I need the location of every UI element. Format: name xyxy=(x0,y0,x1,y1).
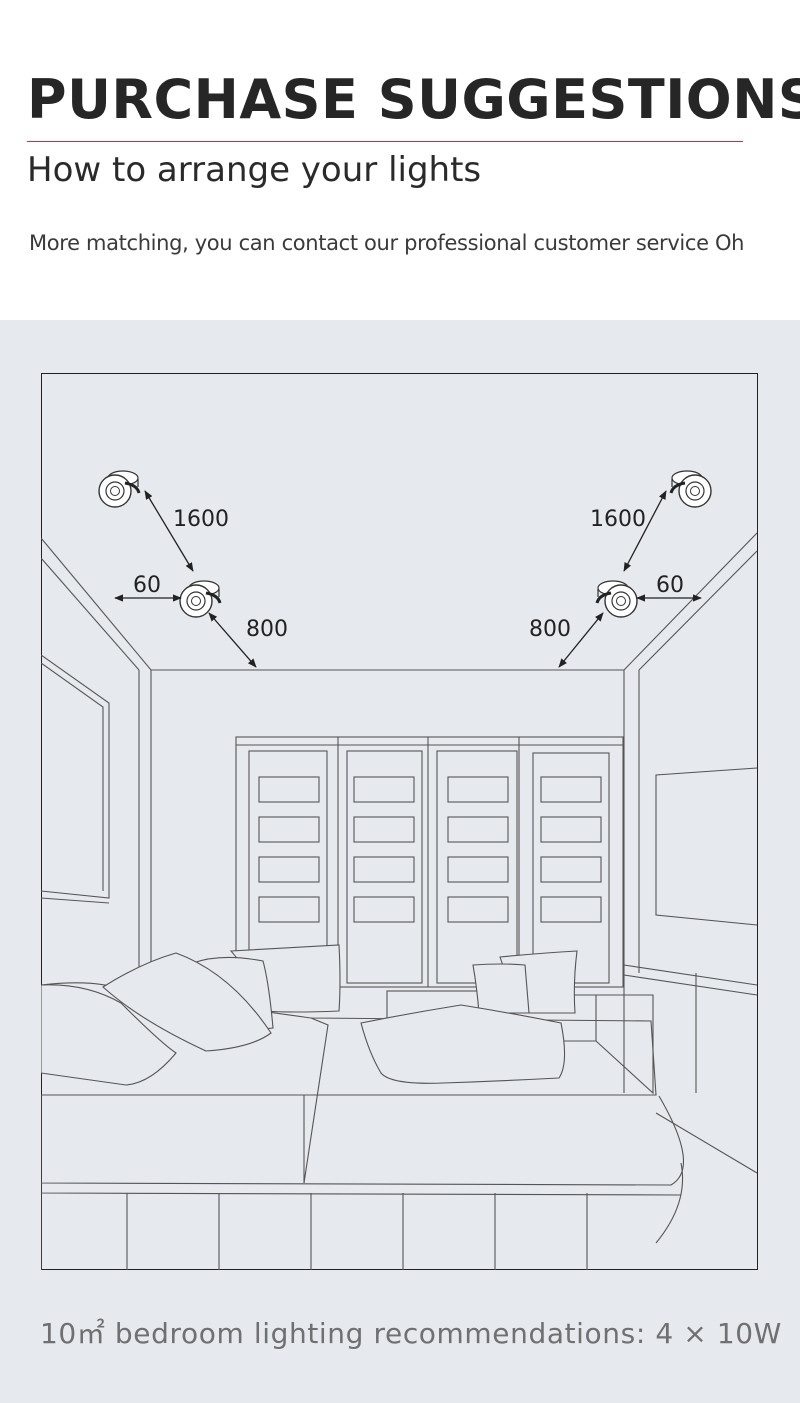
dimension-label-left-ceiling-offset: 800 xyxy=(246,617,288,642)
bedroom-lighting-diagram: 1600 1600 60 60 800 800 xyxy=(41,373,758,1270)
room-line-art xyxy=(41,532,758,1270)
dimension-label-right-spacing: 1600 xyxy=(590,507,646,532)
header-section: PURCHASE SUGGESTIONS How to arrange your… xyxy=(0,0,800,320)
contact-note: More matching, you can contact our profe… xyxy=(29,231,745,255)
dimension-arrows xyxy=(114,490,702,668)
page-subtitle: How to arrange your lights xyxy=(27,150,482,190)
dimension-label-left-spacing: 1600 xyxy=(173,507,229,532)
title-divider xyxy=(27,141,743,142)
page-title: PURCHASE SUGGESTIONS xyxy=(27,68,800,131)
recommendation-caption: 10㎡ bedroom lighting recommendations: 4 … xyxy=(40,1317,782,1350)
dimension-label-right-wall-offset: 60 xyxy=(656,573,684,598)
dimension-label-right-ceiling-offset: 800 xyxy=(529,617,571,642)
dimension-label-left-wall-offset: 60 xyxy=(133,573,161,598)
